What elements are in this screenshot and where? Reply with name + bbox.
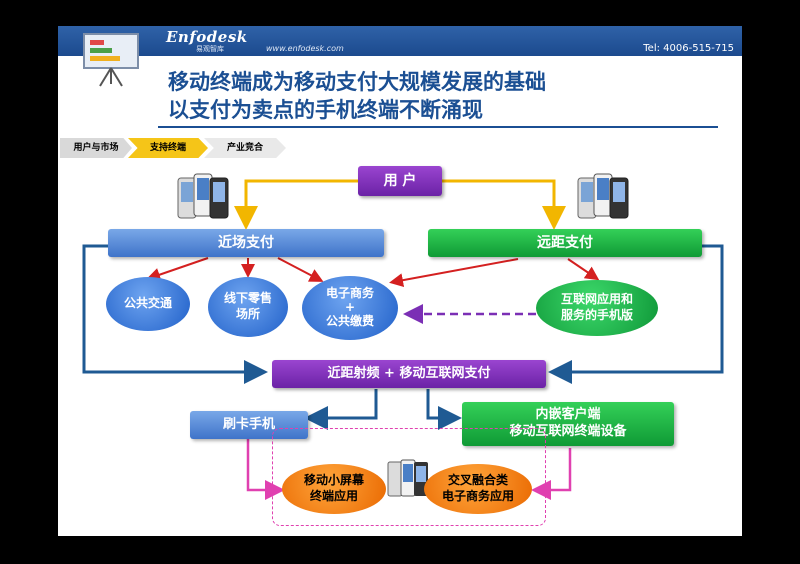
node-small-screen-app: 移动小屏幕 终端应用 [282,464,386,514]
title-rule [158,126,718,128]
node-rf-internet-pay: 近距射频 + 移动互联网支付 [272,360,546,388]
arrow-user-remote [442,179,566,230]
section-tabs: 用户与市场 支持终端 产业竞合 [58,138,298,158]
brand-logo: Enfodesk [166,28,248,46]
node-offline-retail: 线下零售 场所 [208,277,288,337]
title-line-2: 以支付为卖点的手机终端不断涌现 [168,98,483,122]
node-ecommerce-bills: 电子商务 + 公共缴费 [302,276,398,340]
node-public-transport: 公共交通 [106,277,190,331]
brand-subtitle: 易观智库 [196,45,224,53]
tab-industry-competition[interactable]: 产业竞合 [204,138,286,158]
node-near-pay: 近场支付 [108,229,384,257]
tab-user-market[interactable]: 用户与市场 [60,138,132,158]
node-user: 用 户 [358,166,442,196]
node-remote-pay: 远距支付 [428,229,702,257]
website-text: www.enfodesk.com [266,44,344,53]
slide: Enfodesk 易观智库 www.enfodesk.com Tel: 4006… [58,26,742,536]
diagram-connectors [82,179,724,500]
header-bar: Enfodesk 易观智库 www.enfodesk.com Tel: 4006… [58,26,742,56]
phone-left-icon [177,173,229,219]
tab-support-terminal[interactable]: 支持终端 [128,138,208,158]
node-internet-mobile: 互联网应用和 服务的手机版 [536,280,658,336]
node-cross-ecommerce: 交叉融合类 电子商务应用 [424,464,532,514]
node-card-phone: 刷卡手机 [190,411,308,439]
phone-center-icon [387,459,428,497]
title-line-1: 移动终端成为移动支付大规模发展的基础 [168,70,546,94]
phone-number: Tel: 4006-515-715 [643,43,734,54]
arrow-user-near [234,179,358,230]
terminal-app-group [272,428,546,526]
phone-right-icon [577,173,629,219]
presentation-board-icon [83,33,139,87]
